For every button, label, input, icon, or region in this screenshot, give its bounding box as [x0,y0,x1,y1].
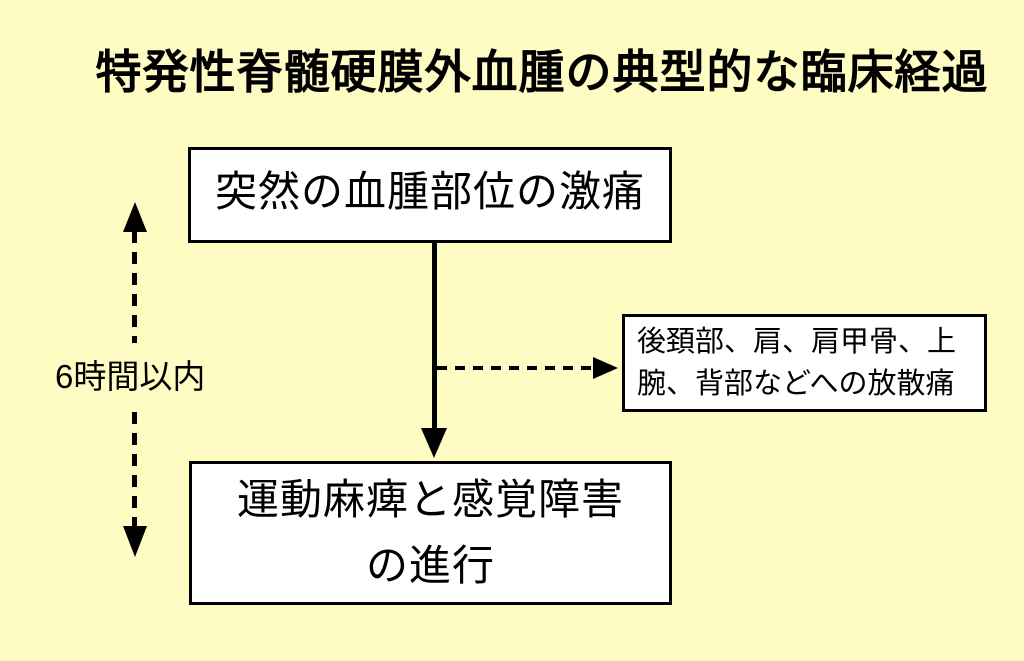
duration-up-arrowhead-icon [123,202,147,232]
node-radiating-pain-line-1: 後頚部、肩、肩甲骨、上 [637,326,957,358]
radiating-dashed-arrowhead-icon [593,357,618,379]
duration-dashed-line-upper [132,231,137,343]
progression-arrow-line [432,243,437,433]
duration-label: 6時間以内 [55,358,206,395]
node-radiating-pain-line-2: 腕、背部などへの放散痛 [637,368,955,400]
node-progression-line-2: の進行 [365,542,495,589]
duration-dashed-line-lower [132,412,137,527]
node-sudden-pain-label: 突然の血腫部位の激痛 [214,167,645,215]
duration-down-arrowhead-icon [123,526,147,557]
diagram-title: 特発性脊髄硬膜外血腫の典型的な臨床経過 [95,46,989,98]
node-progression-line-1: 運動麻痺と感覚障害 [236,476,624,523]
node-radiating-pain: 後頚部、肩、肩甲骨、上 腕、背部などへの放散痛 [622,314,987,412]
radiating-dashed-arrow-line [437,366,593,370]
progression-arrowhead-icon [421,428,447,458]
node-sudden-pain: 突然の血腫部位の激痛 [188,147,672,243]
node-progression: 運動麻痺と感覚障害 の進行 [189,461,672,605]
